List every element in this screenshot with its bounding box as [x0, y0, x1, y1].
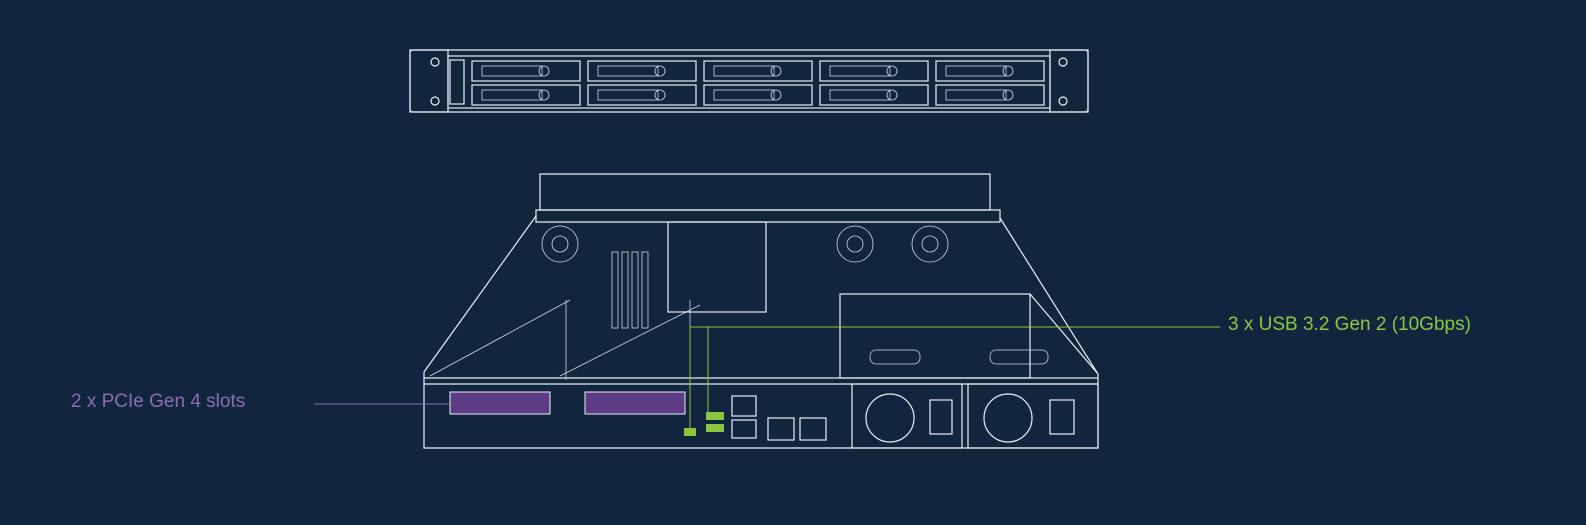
usb-ports-callout: 3 x USB 3.2 Gen 2 (10Gbps) — [1228, 314, 1471, 335]
drive-latch-icon — [770, 89, 782, 101]
server-front-view — [409, 49, 1089, 113]
drive-bay — [703, 84, 813, 106]
drive-latch-icon — [1002, 89, 1014, 101]
drive-bays — [471, 60, 1045, 106]
drive-latch-icon — [538, 65, 550, 77]
drive-latch-icon — [654, 89, 666, 101]
usb-leader-line — [689, 326, 1220, 430]
pcie-slots-callout: 2 x PCIe Gen 4 slots — [71, 391, 246, 412]
drive-latch-icon — [770, 65, 782, 77]
drive-latch-icon — [886, 65, 898, 77]
drive-latch-icon — [1002, 65, 1014, 77]
server-rear-view — [423, 173, 1099, 449]
drive-latch-icon — [886, 89, 898, 101]
drive-bay — [703, 60, 813, 82]
drive-bay — [935, 84, 1045, 106]
drive-bay — [471, 60, 581, 82]
drive-latch-icon — [538, 89, 550, 101]
drive-bay — [819, 84, 929, 106]
drive-bay — [819, 60, 929, 82]
drive-bay — [587, 60, 697, 82]
drive-latch-icon — [654, 65, 666, 77]
drive-bay — [935, 60, 1045, 82]
drive-bay — [471, 84, 581, 106]
drive-bay — [587, 84, 697, 106]
